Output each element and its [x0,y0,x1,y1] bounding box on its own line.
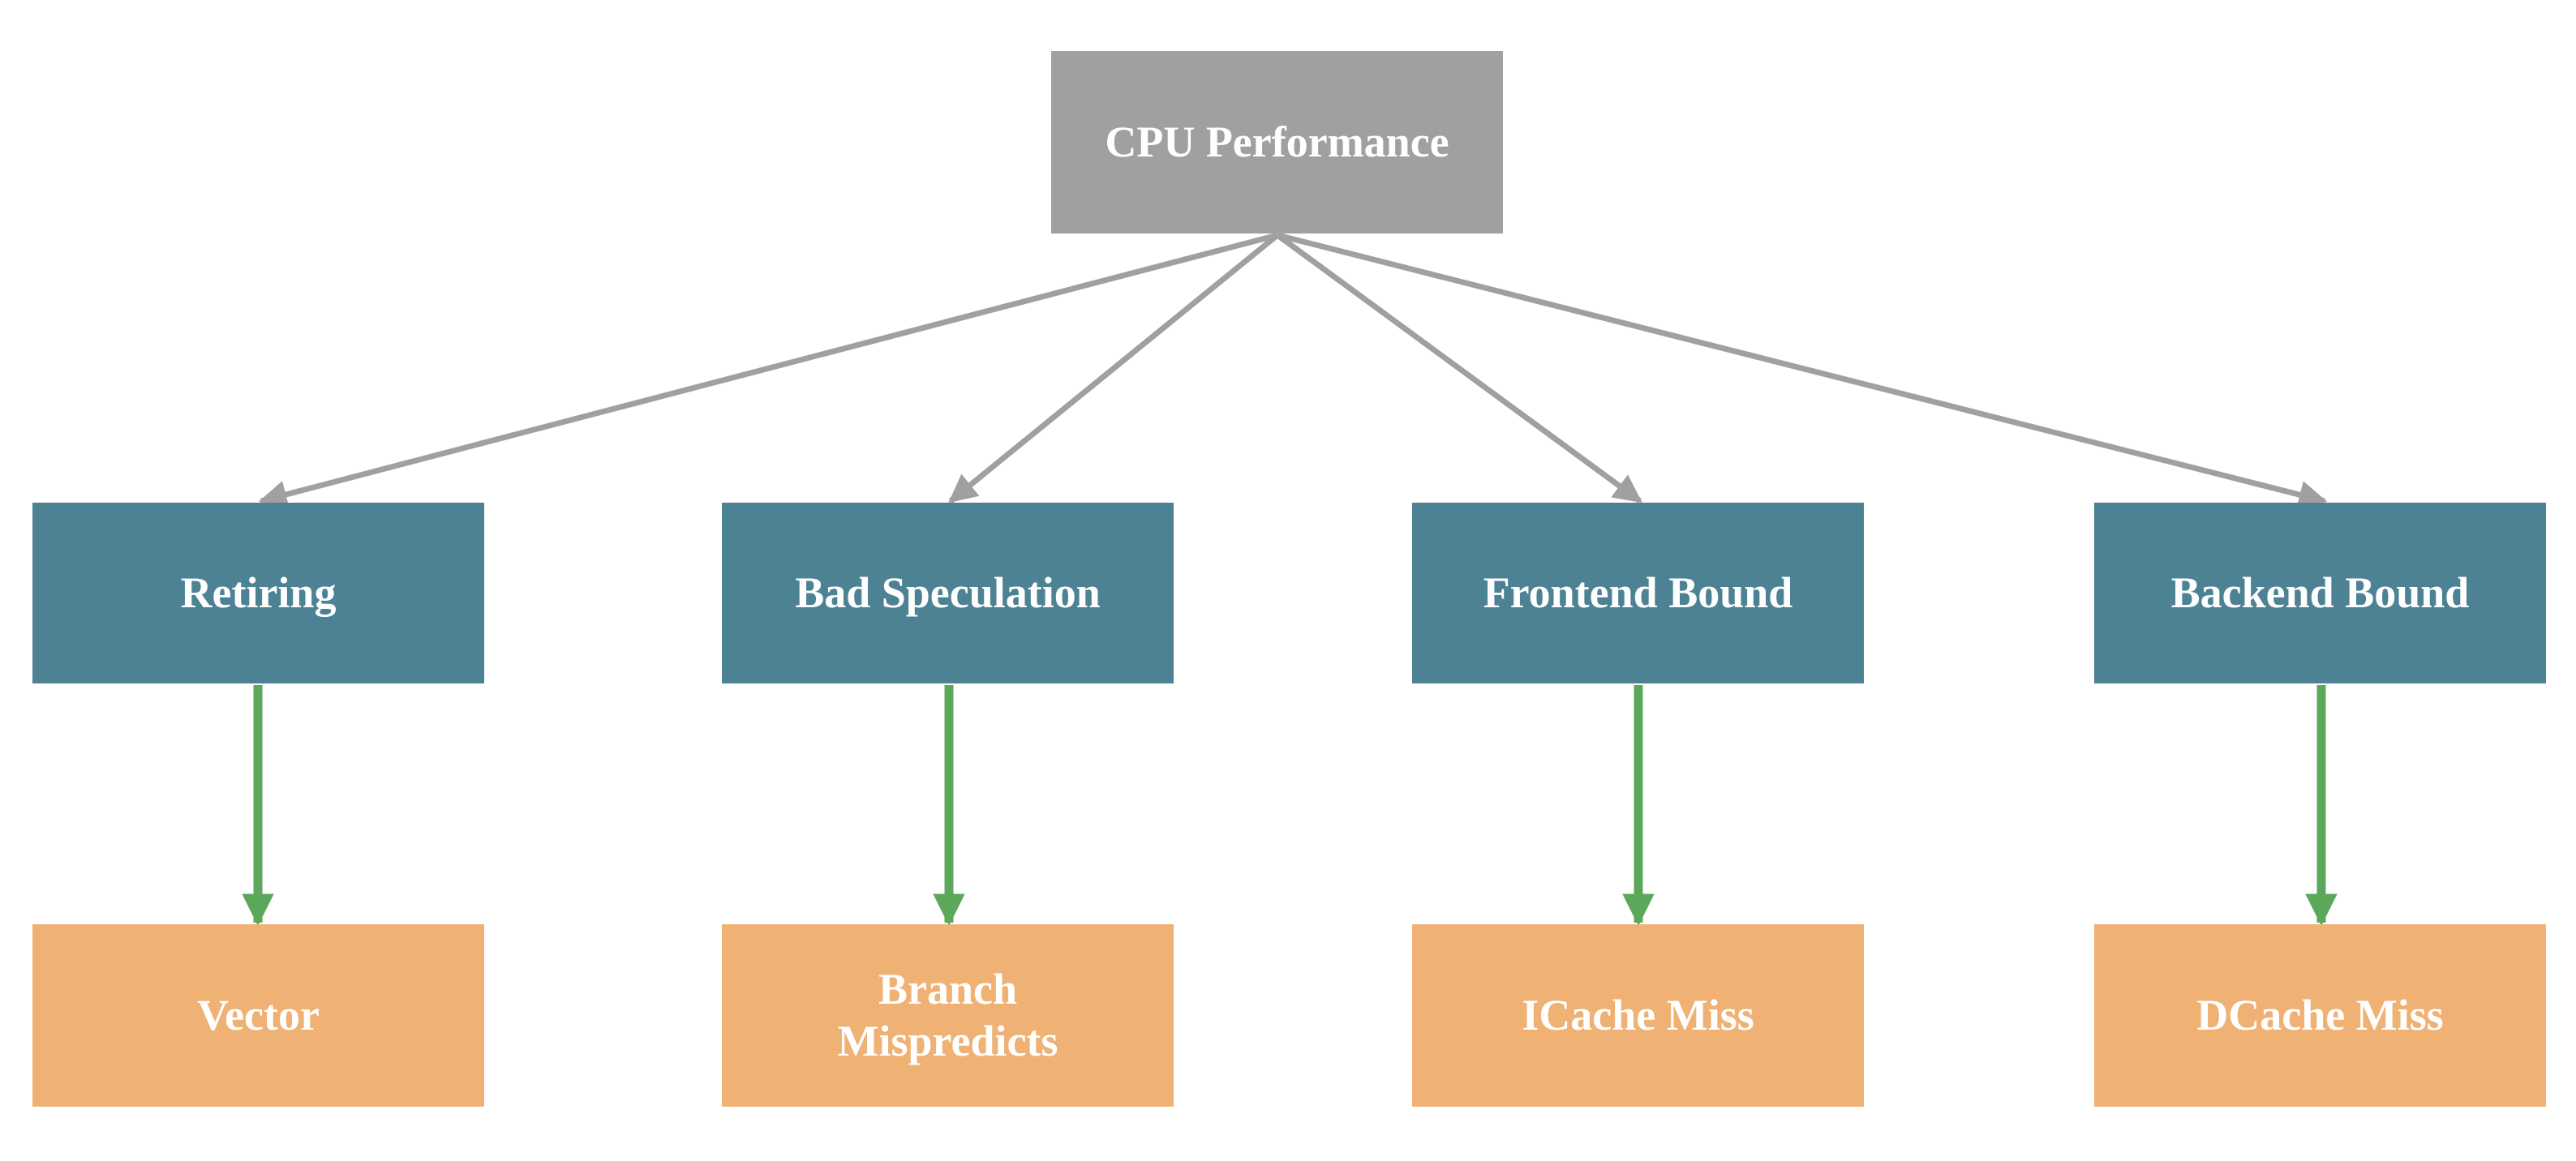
node-backend-bound[interactable]: Backend Bound [2094,503,2546,683]
edge-cpu-performance-to-bad-speculation [948,233,1280,503]
node-vector[interactable]: Vector [32,924,484,1107]
node-label-retiring: Retiring [180,568,337,617]
node-icache-miss[interactable]: ICache Miss [1412,924,1864,1107]
node-cpu-performance[interactable]: CPU Performance [1051,51,1503,233]
node-bad-speculation[interactable]: Bad Speculation [722,503,1174,683]
edge-cpu-performance-to-retiring [258,232,1278,508]
node-label-icache-miss: ICache Miss [1522,990,1754,1039]
node-label-frontend-bound: Frontend Bound [1483,568,1793,617]
node-branch-mispredicts[interactable]: Branch Mispredicts [722,924,1174,1107]
node-frontend-bound[interactable]: Frontend Bound [1412,503,1864,683]
node-retiring[interactable]: Retiring [32,503,484,683]
node-label-dcache-miss: DCache Miss [2196,990,2444,1039]
edge-cpu-performance-to-frontend-bound [1275,233,1642,503]
node-dcache-miss[interactable]: DCache Miss [2094,924,2546,1107]
node-label-branch-mispredicts: Branch Mispredicts [837,964,1058,1065]
node-label-backend-bound: Backend Bound [2170,568,2470,617]
node-label-bad-speculation: Bad Speculation [795,568,1101,617]
node-label-cpu-performance: CPU Performance [1105,117,1449,166]
edge-cpu-performance-to-backend-bound [1277,232,2328,509]
root-edge-group [258,232,2328,509]
level1-edge-group [242,685,2338,926]
node-label-vector: Vector [197,990,320,1039]
